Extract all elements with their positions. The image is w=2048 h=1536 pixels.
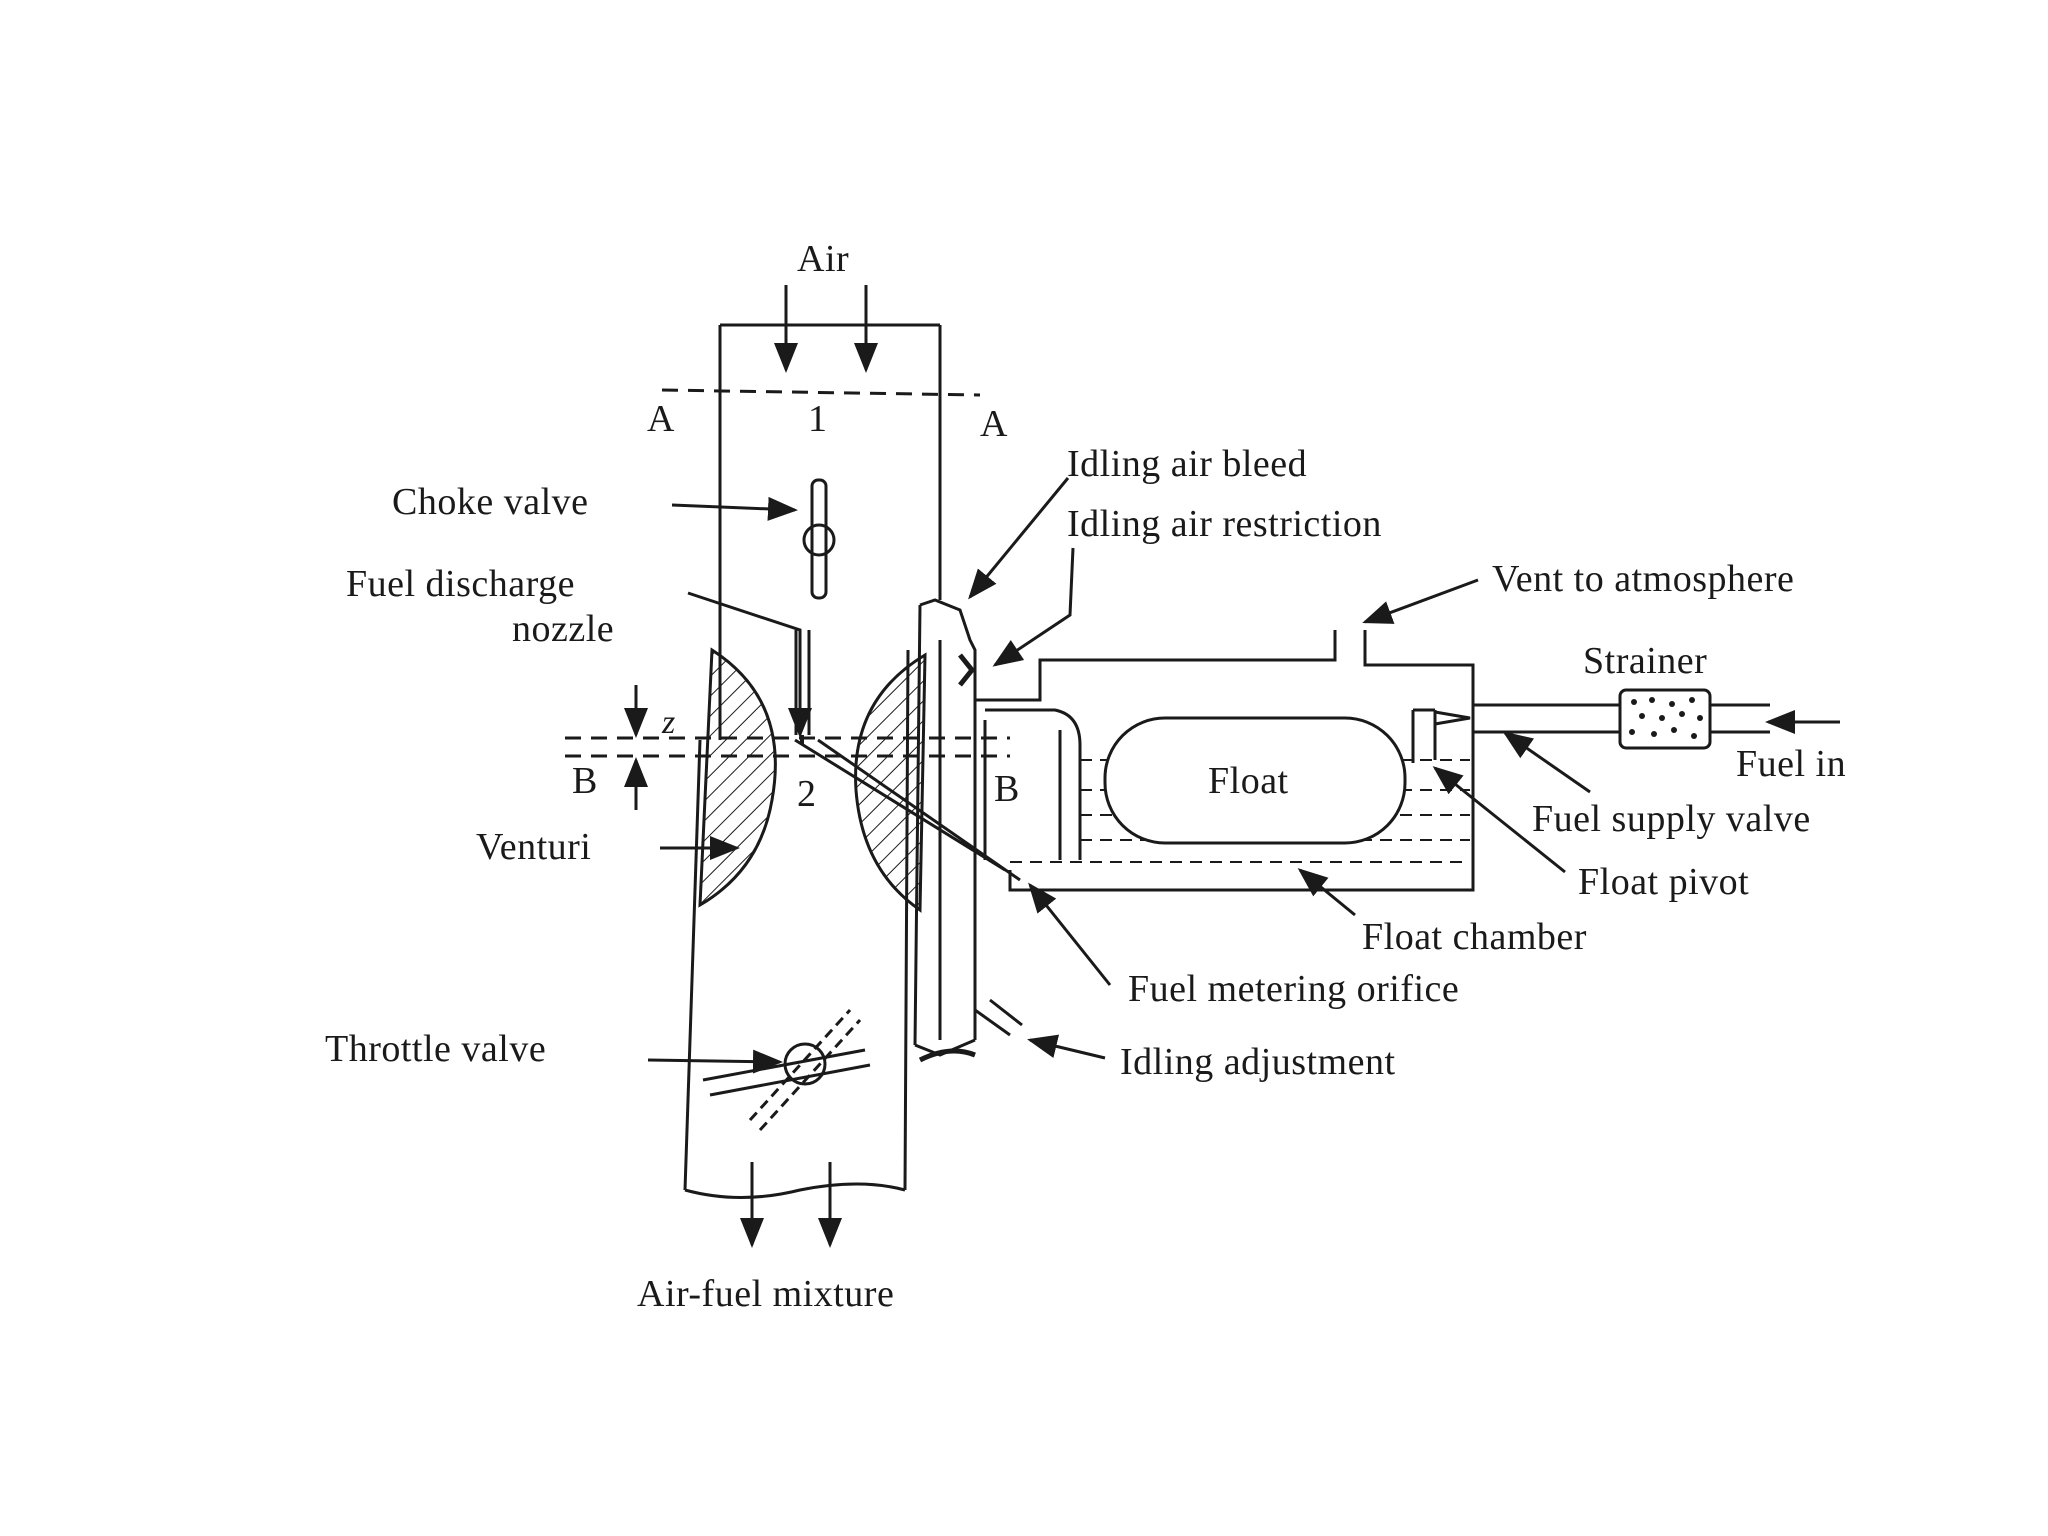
section-b-left-label: B: [572, 760, 598, 802]
fuel-metering-orifice-label: Fuel metering orifice: [1128, 968, 1460, 1010]
fuel-inlet-pipe: [1473, 703, 1770, 734]
section-a-right-label: A: [980, 403, 1008, 445]
throttle-shaft: [783, 1042, 827, 1086]
idling-adjustment-screw: [974, 998, 1023, 1037]
float-chamber-label: Float chamber: [1362, 916, 1587, 958]
idle-restriction-leader: [992, 547, 1075, 667]
fuel-discharge-nozzle: [794, 630, 811, 735]
float-chamber-leader: [1297, 868, 1356, 917]
nozzle-leader: [687, 591, 812, 738]
float-pivot-leader: [1432, 766, 1566, 874]
strainer-label: Strainer: [1583, 640, 1708, 682]
strainer-mesh: [1629, 697, 1703, 739]
vent-to-atmosphere-label: Vent to atmosphere: [1492, 558, 1795, 600]
air-fuel-mixture-label: Air-fuel mixture: [637, 1273, 895, 1315]
metering-orifice-leader: [1028, 882, 1112, 986]
venturi-right: [854, 652, 927, 913]
idling-adjustment-label: Idling adjustment: [1120, 1041, 1396, 1083]
float: [1103, 716, 1407, 845]
idle-tube: [913, 598, 977, 1046]
fuel-supply-leader: [1502, 731, 1591, 794]
section-a-line: [661, 388, 981, 397]
station-2-label: 2: [797, 773, 817, 815]
section-b-right-label: B: [994, 768, 1020, 810]
fuel-supply-valve: [1434, 710, 1471, 726]
idling-air-bleed-label: Idling air bleed: [1067, 443, 1308, 485]
station-1-label: 1: [808, 398, 828, 440]
choke-valve-shaft: [802, 523, 836, 557]
choke-leader: [671, 496, 798, 521]
float-pivot-label: Float pivot: [1578, 861, 1750, 903]
fuel-discharge-nozzle-label-2: nozzle: [512, 608, 615, 650]
idle-bleed-passage: [975, 630, 1475, 892]
throttle-valve-label: Throttle valve: [325, 1028, 547, 1070]
idling-adjustment-leader: [1027, 1034, 1106, 1060]
idling-air-restriction-label: Idling air restriction: [1067, 503, 1382, 545]
float-label: Float: [1208, 760, 1289, 802]
float-pivot-housing: [1411, 708, 1437, 763]
section-a-left-label: A: [647, 398, 675, 440]
fuel-supply-valve-label: Fuel supply valve: [1532, 798, 1811, 840]
throttle-leader: [647, 1049, 783, 1074]
air-label: Air: [797, 238, 850, 280]
fuel-in-label: Fuel in: [1736, 743, 1847, 785]
choke-valve-label: Choke valve: [392, 481, 589, 523]
vent-leader: [1362, 578, 1479, 624]
z-label: z: [662, 704, 676, 741]
venturi-left: [698, 647, 777, 908]
fuel-discharge-nozzle-label-1: Fuel discharge: [346, 563, 575, 605]
idle-discharge: [918, 1048, 976, 1063]
idle-restriction: [958, 653, 976, 687]
throttle-plate-dashed: [748, 1008, 862, 1132]
strainer-body: [1618, 688, 1712, 750]
choke-valve-plate: [810, 478, 828, 600]
venturi-label: Venturi: [476, 826, 592, 868]
throat-bottom-edge: [684, 1182, 906, 1199]
air-bleed-tube: [983, 708, 1082, 860]
idle-bleed-leader: [968, 477, 1070, 600]
